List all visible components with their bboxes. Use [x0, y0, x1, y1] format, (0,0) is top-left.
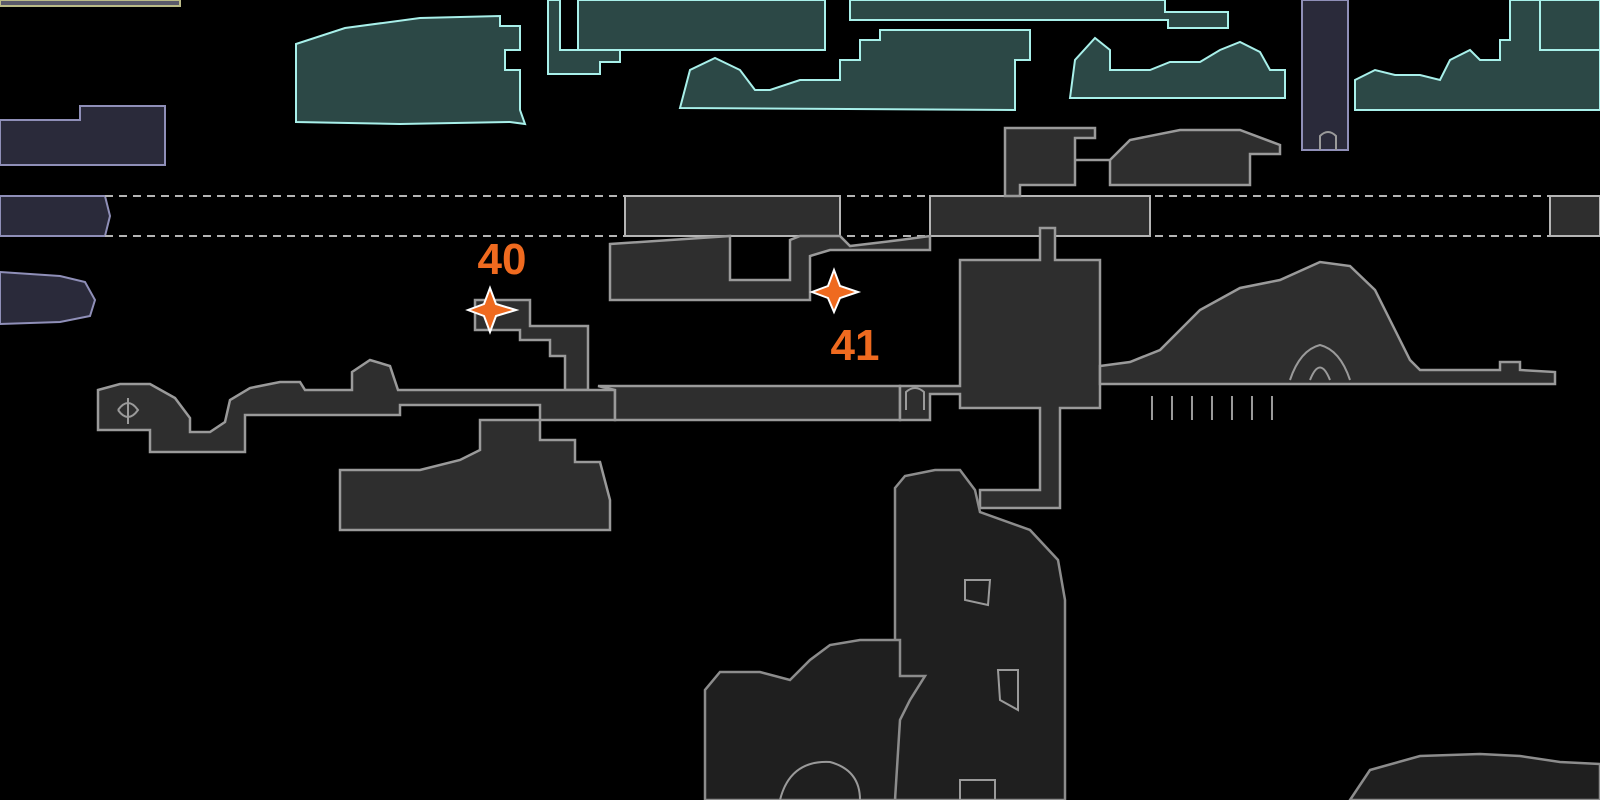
upper-region [0, 0, 1600, 151]
star-marker-icon [465, 285, 520, 335]
marker-label: 41 [831, 321, 880, 370]
map-details [117, 131, 1351, 800]
map-marker-40[interactable]: 40 [465, 234, 528, 335]
teal-room-3 [678, 29, 1031, 112]
left-room-3 [0, 270, 97, 326]
central-level [96, 226, 1600, 800]
window-2 [996, 669, 1019, 712]
lower-shaft [893, 468, 1067, 800]
tram-station-1 [624, 195, 841, 237]
central-upper [608, 126, 1282, 302]
star-marker-icon [809, 267, 862, 315]
left-room-2 [0, 195, 112, 237]
left-corridor [96, 358, 617, 454]
lower-right-fragment [1348, 752, 1600, 800]
teal-room-1 [295, 14, 527, 126]
violet-shaft [1301, 0, 1349, 151]
left-room-1 [0, 105, 166, 166]
spikes-icon [1151, 396, 1273, 420]
lower-left-cave [703, 638, 928, 800]
window-3 [959, 779, 996, 800]
teal-room-4 [849, 0, 1229, 29]
fern-icon [1289, 343, 1351, 381]
tram-station-2 [929, 195, 1151, 237]
central-hub [898, 226, 1102, 510]
left-fragments [0, 105, 166, 326]
central-corridor [597, 384, 902, 422]
tram-line [105, 195, 1600, 237]
bench-icon [1319, 131, 1337, 150]
room-tram-lower-left [608, 234, 932, 302]
tram-station-3 [1549, 195, 1600, 237]
window-1 [964, 579, 992, 607]
green-room [1539, 0, 1600, 51]
room-upper-center [1003, 126, 1282, 198]
plant-icon [117, 398, 140, 424]
marker-label: 40 [478, 235, 527, 284]
egg-cluster [779, 760, 861, 800]
teal-room-5 [1068, 36, 1286, 99]
gate-icon [905, 387, 925, 410]
lower-left-room [338, 418, 612, 532]
hill-room [1098, 260, 1557, 386]
marker-40-room [473, 298, 590, 392]
teal-room-2 [577, 0, 826, 51]
map-marker-41[interactable]: 41 [809, 267, 881, 372]
teal-corridor-1 [547, 0, 621, 75]
top-left-fragment [0, 0, 181, 7]
